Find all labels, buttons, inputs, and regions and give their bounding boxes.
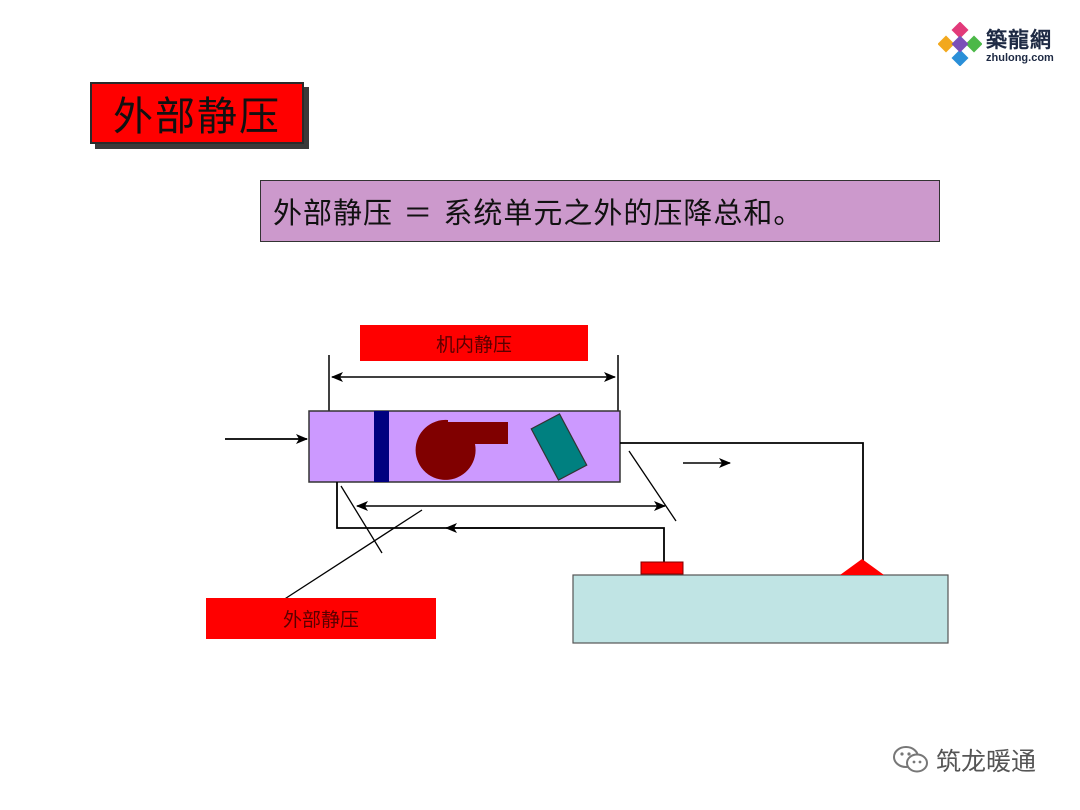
- return-grille: [640, 561, 684, 575]
- external-pressure-text: 外部静压: [282, 609, 359, 631]
- supply-hatch-line: [628, 450, 677, 522]
- logo-brand-cn: 築龍網: [986, 27, 1052, 52]
- logo-brand-en: zhulong.com: [986, 52, 1054, 64]
- external-leader-line: [279, 509, 423, 603]
- zhulong-logo: 築龍網 zhulong.com: [938, 22, 1068, 74]
- zhulong-logo-icon: [938, 22, 982, 66]
- wechat-icon: [893, 746, 928, 773]
- return-hatch-line: [340, 485, 383, 554]
- definition-box: 外部静压 ＝ 系统单元之外的压降总和。: [260, 180, 940, 242]
- footer-watermark: 筑龙暖通: [892, 740, 1036, 780]
- internal-pressure-label: 机内静压: [360, 325, 588, 361]
- footer-text: 筑龙暖通: [936, 747, 1037, 776]
- external-pressure-label: 外部静压: [206, 598, 436, 639]
- coil-block: [530, 413, 588, 481]
- room-space: [572, 574, 949, 644]
- internal-pressure-text: 机内静压: [435, 333, 512, 356]
- slide-title-box: 外部静压: [90, 82, 304, 144]
- return-duct: [336, 482, 665, 566]
- supply-diffuser: [840, 559, 884, 575]
- slide-title: 外部静压: [113, 94, 281, 140]
- fan-icon: [415, 419, 508, 480]
- filter-bar: [374, 411, 389, 482]
- definition-text: 外部静压 ＝ 系统单元之外的压降总和。: [273, 196, 804, 230]
- supply-duct: [620, 442, 864, 568]
